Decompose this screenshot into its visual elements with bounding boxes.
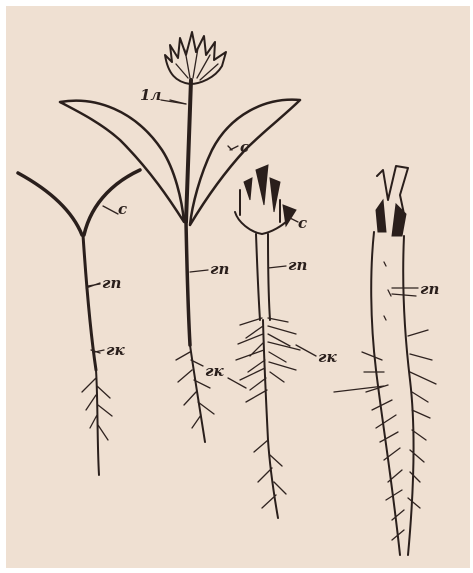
- label-hypocotyl-seedling-1: гп: [102, 274, 121, 292]
- label-cotyledon-seedling-1: с: [118, 200, 127, 218]
- label-hypocotyl-seedling-4: гп: [420, 280, 439, 298]
- label-collar-seedling-2: гк: [205, 362, 224, 380]
- label-cotyledon-seedling-3: с: [298, 214, 307, 232]
- label-hypocotyl-seedling-3: гп: [288, 256, 307, 274]
- label-first-leaf: 1л: [140, 86, 161, 104]
- label-collar-seedling-1: гк: [106, 341, 125, 359]
- label-collar-seedling-3: гк: [318, 348, 337, 366]
- label-cotyledon-seedling-2: с: [240, 138, 249, 156]
- label-hypocotyl-seedling-2: гп: [210, 260, 229, 278]
- paper-background: [6, 6, 470, 568]
